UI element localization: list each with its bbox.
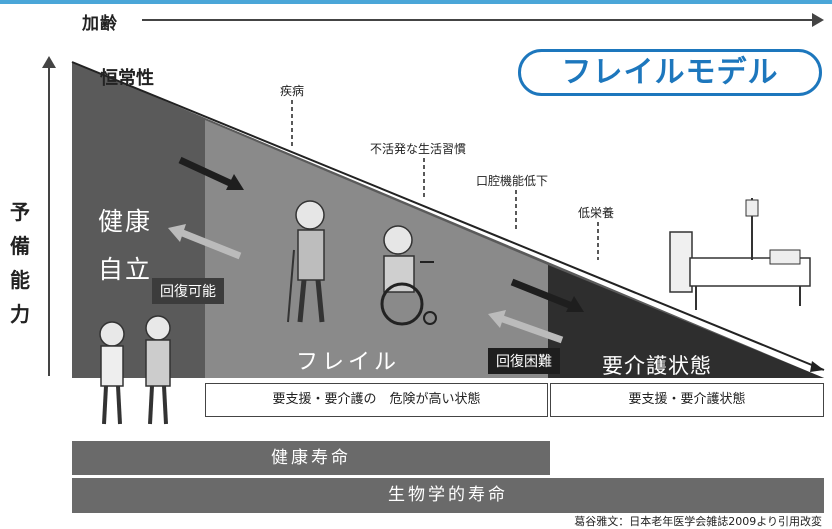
aging-axis-line xyxy=(142,19,814,21)
care-zone xyxy=(548,265,824,378)
source-citation: 葛谷雅文：日本老年医学会雑誌2009より引用改変 xyxy=(574,515,822,528)
aging-axis-arrow-icon xyxy=(812,13,824,27)
homeostasis-label: 恒常性 xyxy=(100,68,154,89)
hard-recovery-arrow-icon xyxy=(488,310,564,344)
hard-to-recover-label: 回復困難 xyxy=(488,348,560,374)
reserve-axis-label-char-3: 能 xyxy=(10,268,30,292)
reserve-axis-label-char-4: 力 xyxy=(10,302,30,326)
healthy-label-line1: 健康 xyxy=(98,207,153,236)
healthy-label-line2: 自立 xyxy=(98,255,153,284)
aging-axis-label: 加齢 xyxy=(82,14,118,34)
healthy-couple-illustration xyxy=(99,315,171,425)
worsen-arrow-icon xyxy=(510,278,584,312)
progress-arrow-icon xyxy=(178,156,244,190)
frailty-label: フレイル xyxy=(296,350,401,375)
factor-undernutrition: 低栄養 xyxy=(578,206,615,220)
frailty-zone xyxy=(205,120,548,378)
biological-life-bar: 生物学的寿命 xyxy=(72,478,824,513)
homeostasis-decline-line xyxy=(71,61,825,371)
recoverable-label: 回復可能 xyxy=(152,278,224,304)
title-badge xyxy=(518,49,822,96)
factor-inactive-lifestyle: 不活発な生活習慣 xyxy=(370,142,467,156)
diagram-title: フレイルモデル xyxy=(561,55,779,90)
wheelchair-user-illustration xyxy=(380,225,437,326)
decline-arrow-icon xyxy=(810,361,824,372)
reserve-axis-line xyxy=(48,64,50,376)
factor-oral-decline: 口腔機能低下 xyxy=(476,174,549,188)
top-accent-bar xyxy=(0,0,832,4)
care-state-box: 要支援・要介護状態 xyxy=(550,383,824,417)
reserve-axis-label-char-2: 備 xyxy=(10,234,30,258)
care-needed-label: 要介護状態 xyxy=(602,354,712,378)
man-with-cane-illustration xyxy=(287,200,325,323)
risk-state-box: 要支援・要介護の 危険が高い状態 xyxy=(205,383,548,417)
care-bed-illustration xyxy=(669,198,811,310)
factor-disease: 疾病 xyxy=(280,84,305,98)
reserve-axis-label-char-1: 予 xyxy=(10,200,30,224)
recovery-arrow-icon xyxy=(168,224,242,260)
healthy-life-bar: 健康寿命 xyxy=(72,441,550,475)
reserve-axis-arrow-icon xyxy=(42,56,56,68)
